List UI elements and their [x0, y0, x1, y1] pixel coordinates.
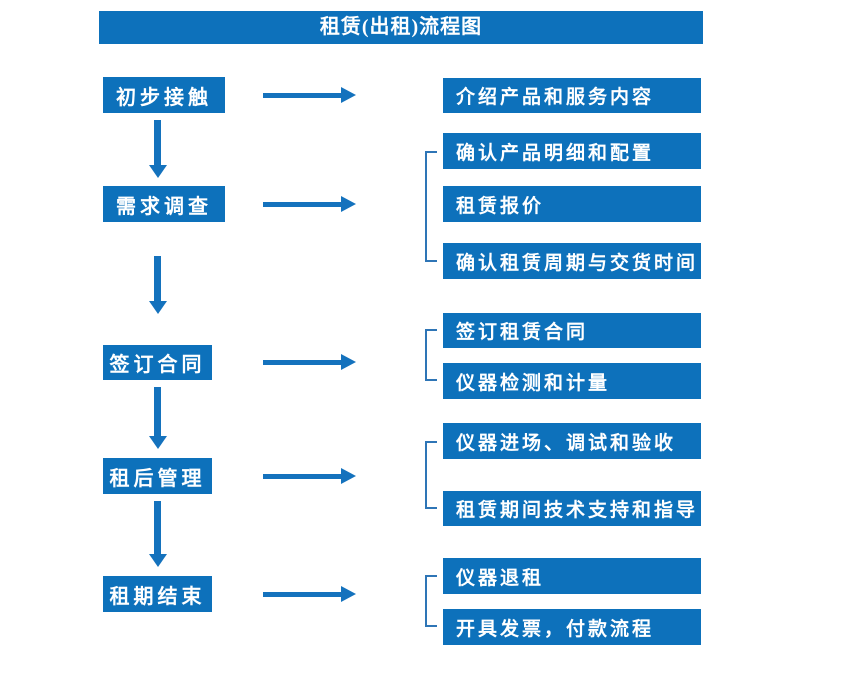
detail-box-technical-support: 租赁期间技术支持和指导 [443, 491, 701, 526]
arrow-right-icon-4 [263, 468, 356, 484]
bracket-group-rental-end [425, 575, 437, 627]
arrow-down-icon-3 [149, 387, 167, 449]
step-box-initial-contact: 初步接触 [103, 77, 225, 113]
arrow-right-icon-1 [263, 87, 356, 103]
bracket-group-sign-contract [425, 329, 437, 381]
bracket-group-post-rental [425, 441, 437, 509]
step-box-demand-survey: 需求调查 [103, 186, 225, 222]
arrow-right-icon-2 [263, 196, 356, 212]
detail-box-invoice-payment: 开具发票，付款流程 [443, 609, 701, 645]
arrow-right-icon-3 [263, 354, 356, 370]
detail-box-rental-quote: 租赁报价 [443, 186, 701, 222]
step-box-rental-end: 租期结束 [103, 576, 212, 612]
step-box-sign-contract: 签订合同 [103, 345, 212, 380]
detail-box-sign-rental-contract: 签订租赁合同 [443, 313, 701, 348]
detail-box-confirm-product-details: 确认产品明细和配置 [443, 133, 701, 169]
step-box-post-rental-management: 租后管理 [103, 458, 212, 494]
flowchart-title: 租赁(出租)流程图 [99, 11, 703, 44]
arrow-right-icon-5 [263, 586, 356, 602]
detail-box-instrument-return: 仪器退租 [443, 558, 701, 594]
arrow-down-icon-1 [149, 120, 167, 178]
detail-box-instrument-setup-acceptance: 仪器进场、调试和验收 [443, 423, 701, 459]
detail-box-introduce-products: 介绍产品和服务内容 [443, 78, 701, 113]
detail-box-confirm-rental-period: 确认租赁周期与交货时间 [443, 243, 701, 279]
detail-box-instrument-inspection: 仪器检测和计量 [443, 363, 701, 399]
bracket-group-demand-survey [425, 151, 437, 262]
arrow-down-icon-2 [149, 256, 167, 314]
arrow-down-icon-4 [149, 501, 167, 567]
